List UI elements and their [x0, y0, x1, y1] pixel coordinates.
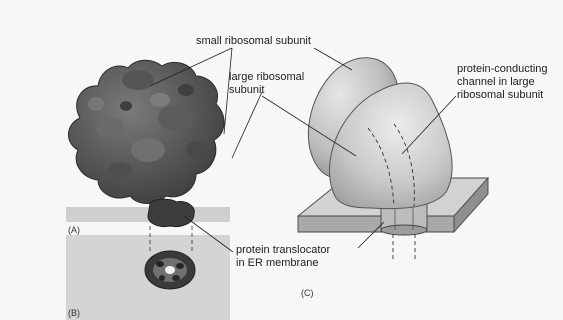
label-small-ribosomal-subunit: small ribosomal subunit — [196, 35, 311, 47]
label-large-ribosomal-subunit: large ribosomal subunit — [229, 71, 304, 96]
svg-text:ribosomal subunit: ribosomal subunit — [457, 89, 543, 101]
panel-label-b: (B) — [68, 308, 80, 318]
translocator-top-view — [145, 251, 195, 289]
svg-text:protein translocator: protein translocator — [236, 244, 330, 256]
panel-label-c: (C) — [301, 288, 314, 298]
label-protein-translocator: protein translocator in ER membrane — [236, 244, 330, 269]
ribosome-reconstruction — [68, 60, 224, 203]
panel-label-a: (A) — [68, 225, 80, 235]
svg-text:protein-conducting: protein-conducting — [457, 63, 548, 75]
svg-text:large ribosomal: large ribosomal — [229, 71, 304, 83]
label-protein-conducting-channel: protein-conducting channel in large ribo… — [457, 63, 548, 101]
svg-text:in ER membrane: in ER membrane — [236, 257, 319, 269]
svg-text:subunit: subunit — [229, 84, 264, 96]
svg-text:channel in large: channel in large — [457, 76, 535, 88]
em-reconstruction-panel: (A) (B) — [66, 60, 230, 320]
translocator-side-view — [148, 199, 194, 226]
